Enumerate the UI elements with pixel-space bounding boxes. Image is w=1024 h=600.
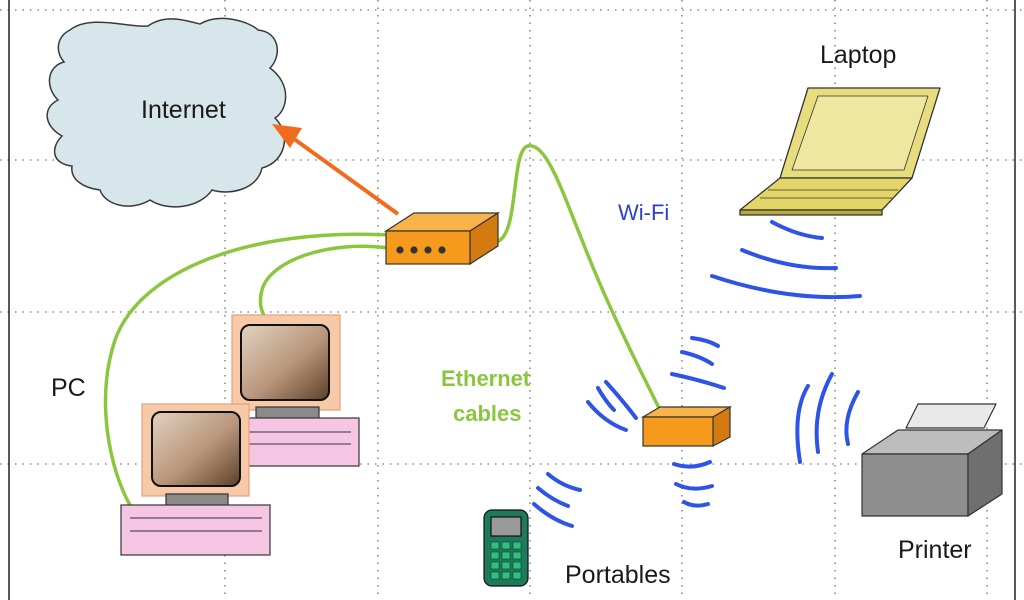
portables-label: Portables bbox=[565, 561, 671, 589]
laptop-icon bbox=[739, 87, 941, 216]
access-point-icon bbox=[640, 405, 733, 447]
wifi-label: Wi-Fi bbox=[618, 200, 670, 225]
internet-cloud-icon bbox=[46, 17, 287, 208]
pc-label: PC bbox=[51, 374, 86, 402]
pc-icon-front bbox=[120, 403, 271, 556]
phone-icon bbox=[483, 509, 529, 587]
laptop-label: Laptop bbox=[820, 41, 897, 69]
router-icon bbox=[383, 211, 501, 266]
pc-icon-back bbox=[231, 314, 360, 467]
wifi-waves bbox=[532, 220, 862, 528]
ethernet-label-line1: Ethernet bbox=[441, 366, 531, 391]
printer-icon bbox=[861, 403, 1003, 517]
internet-label: Internet bbox=[141, 96, 226, 124]
uplink-arrow bbox=[272, 124, 400, 216]
outer-frame bbox=[8, 0, 1016, 600]
ethernet-label-line2: cables bbox=[453, 401, 522, 426]
printer-label: Printer bbox=[898, 536, 972, 564]
